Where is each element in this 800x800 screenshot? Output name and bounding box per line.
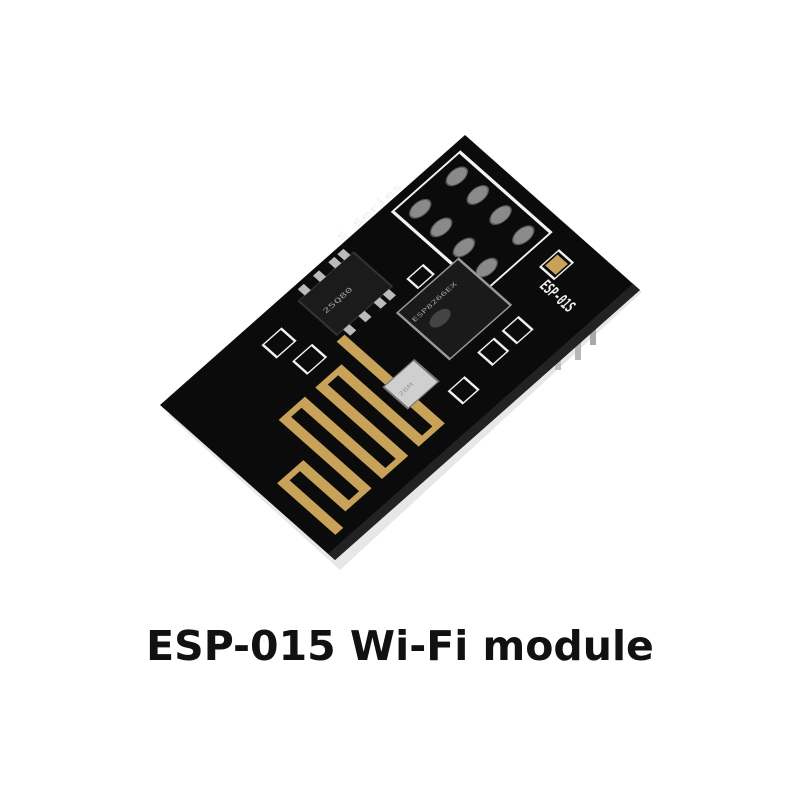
smd-components — [261, 249, 575, 405]
espressif-logo — [429, 308, 451, 328]
crystal — [382, 358, 440, 410]
header-solder-joints — [408, 166, 535, 278]
caption: ESP-015 Wi-Fi module — [146, 622, 654, 670]
header-outline — [390, 150, 553, 294]
esp8266-chip — [395, 257, 513, 361]
antenna-trace — [277, 334, 445, 535]
board: 25Q80 ESP8266EX 26M S Series ESP-01S — [160, 134, 640, 560]
flash-chip-pins — [297, 248, 396, 336]
